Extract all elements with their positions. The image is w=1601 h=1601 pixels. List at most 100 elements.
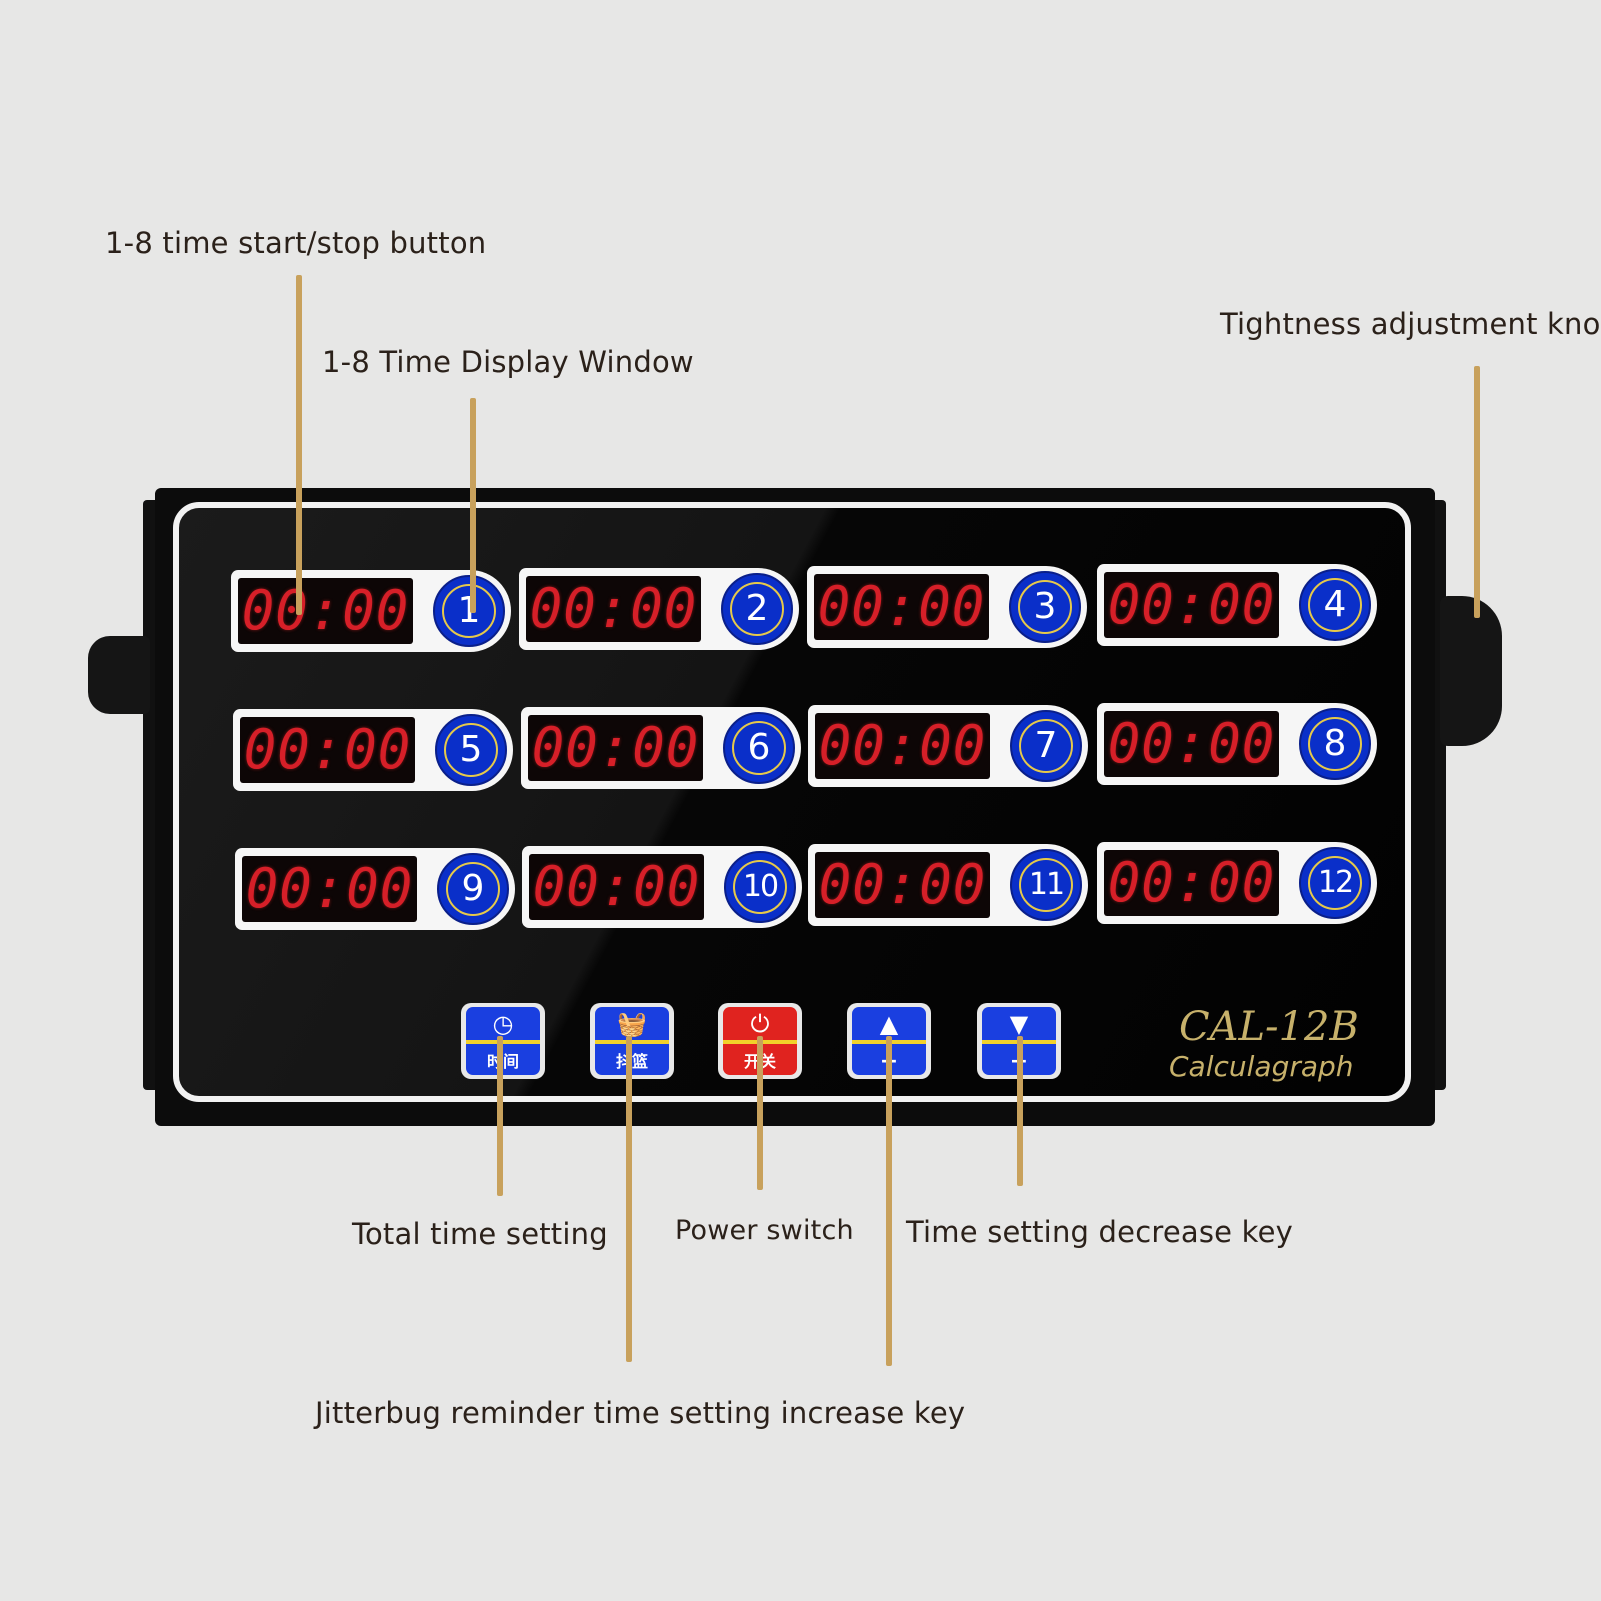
- time-display-window-1: 00:00: [238, 578, 413, 644]
- power-icon: ⏻: [750, 1010, 770, 1038]
- timer-module-10: 00:00 10: [522, 846, 802, 928]
- start-stop-button-5[interactable]: 5: [435, 714, 507, 786]
- callout-decrease-key: Time setting decrease key: [906, 1215, 1293, 1249]
- button-ring: [1019, 858, 1073, 912]
- start-stop-button-7[interactable]: 7: [1010, 710, 1082, 782]
- time-display-window-2: 00:00: [526, 576, 701, 642]
- timer-module-1: 00:00 1: [231, 570, 511, 652]
- button-ring: [442, 584, 496, 638]
- button-ring: [1019, 719, 1073, 773]
- calculagraph-device: 00:00 1 00:00 2 00:00 3 00:00 4 00:00 5 …: [155, 488, 1435, 1126]
- button-number: 3: [1033, 586, 1057, 627]
- button-face: ◷ 时间: [466, 1007, 540, 1075]
- time-display-window-3: 00:00: [814, 574, 989, 640]
- time-display-window-10: 00:00: [529, 854, 704, 920]
- clock-icon: ◷: [492, 1010, 514, 1038]
- time-readout: 00:00: [1107, 712, 1276, 775]
- button-label: 时间: [466, 1051, 540, 1073]
- leader-total-time: [497, 1036, 503, 1196]
- time-readout: 00:00: [529, 577, 698, 640]
- start-stop-button-3[interactable]: 3: [1009, 571, 1081, 643]
- tightness-adjustment-knob[interactable]: [1440, 596, 1502, 746]
- button-ring: [730, 582, 784, 636]
- leader-power: [757, 1036, 763, 1190]
- button-number: 8: [1323, 723, 1347, 764]
- total-time-setting-button[interactable]: ◷ 时间: [461, 1003, 545, 1079]
- model-number: CAL-12B: [1179, 1004, 1359, 1050]
- timer-module-9: 00:00 9: [235, 848, 515, 930]
- button-number: 5: [459, 729, 483, 770]
- button-ring: [446, 862, 500, 916]
- time-readout: 00:00: [245, 857, 414, 920]
- button-label: 抖篮: [595, 1051, 669, 1073]
- yellow-stripe: [595, 1040, 669, 1044]
- basket-icon: 🧺: [617, 1010, 647, 1038]
- leader-decrease: [1017, 1036, 1023, 1186]
- time-display-window-4: 00:00: [1104, 572, 1279, 638]
- timer-module-3: 00:00 3: [807, 566, 1087, 648]
- time-display-window-12: 00:00: [1104, 850, 1279, 916]
- time-display-window-9: 00:00: [242, 856, 417, 922]
- time-display-window-8: 00:00: [1104, 711, 1279, 777]
- yellow-stripe: [466, 1040, 540, 1044]
- start-stop-button-8[interactable]: 8: [1299, 708, 1371, 780]
- timer-module-12: 00:00 12: [1097, 842, 1377, 924]
- time-readout: 00:00: [532, 855, 701, 918]
- start-stop-button-11[interactable]: 11: [1010, 849, 1082, 921]
- timer-module-2: 00:00 2: [519, 568, 799, 650]
- start-stop-button-10[interactable]: 10: [724, 851, 796, 923]
- leader-increase: [886, 1036, 892, 1366]
- time-readout: 00:00: [1107, 573, 1276, 636]
- button-ring: [1308, 578, 1362, 632]
- start-stop-button-4[interactable]: 4: [1299, 569, 1371, 641]
- leader-jitterbug: [626, 1036, 632, 1362]
- timer-module-7: 00:00 7: [808, 705, 1088, 787]
- time-readout: 00:00: [1107, 851, 1276, 914]
- callout-tightness-knob: Tightness adjustment knob: [1220, 307, 1601, 341]
- callout-power-switch: Power switch: [675, 1215, 854, 1246]
- time-display-window-11: 00:00: [815, 852, 990, 918]
- time-readout: 00:00: [241, 579, 410, 642]
- leader-knob: [1474, 366, 1480, 618]
- callout-time-display-window: 1-8 Time Display Window: [322, 345, 694, 379]
- button-number: 10: [742, 869, 779, 904]
- start-stop-button-12[interactable]: 12: [1299, 847, 1371, 919]
- down-arrow-icon: ▼: [1009, 1010, 1029, 1038]
- button-face: 🧺 抖篮: [595, 1007, 669, 1075]
- button-ring: [1308, 717, 1362, 771]
- button-ring: [733, 860, 787, 914]
- button-ring: [732, 721, 786, 775]
- time-readout: 00:00: [818, 714, 987, 777]
- button-number: 12: [1317, 865, 1354, 900]
- callout-total-time-setting: Total time setting: [352, 1217, 608, 1251]
- timer-module-11: 00:00 11: [808, 844, 1088, 926]
- time-readout: 00:00: [531, 716, 700, 779]
- time-readout: 00:00: [817, 575, 986, 638]
- time-readout: 00:00: [243, 718, 412, 781]
- time-display-window-7: 00:00: [815, 713, 990, 779]
- time-display-window-6: 00:00: [528, 715, 703, 781]
- button-ring: [1308, 856, 1362, 910]
- time-readout: 00:00: [818, 853, 987, 916]
- jitterbug-reminder-button[interactable]: 🧺 抖篮: [590, 1003, 674, 1079]
- start-stop-button-9[interactable]: 9: [437, 853, 509, 925]
- button-number: 6: [747, 727, 771, 768]
- timer-module-4: 00:00 4: [1097, 564, 1377, 646]
- start-stop-button-6[interactable]: 6: [723, 712, 795, 784]
- callout-start-stop-button: 1-8 time start/stop button: [105, 226, 487, 260]
- button-number: 9: [461, 868, 485, 909]
- button-number: 2: [745, 588, 769, 629]
- button-number: 4: [1323, 584, 1347, 625]
- timer-module-8: 00:00 8: [1097, 703, 1377, 785]
- button-ring: [444, 723, 498, 777]
- start-stop-button-2[interactable]: 2: [721, 573, 793, 645]
- button-number: 7: [1034, 725, 1058, 766]
- timer-module-5: 00:00 5: [233, 709, 513, 791]
- button-number: 1: [457, 590, 481, 631]
- front-panel: 00:00 1 00:00 2 00:00 3 00:00 4 00:00 5 …: [173, 502, 1411, 1102]
- up-arrow-icon: ▲: [879, 1010, 899, 1038]
- brand-name: Calculagraph: [1169, 1050, 1354, 1083]
- start-stop-button-1[interactable]: 1: [433, 575, 505, 647]
- button-ring: [1018, 580, 1072, 634]
- left-knob: [88, 636, 150, 714]
